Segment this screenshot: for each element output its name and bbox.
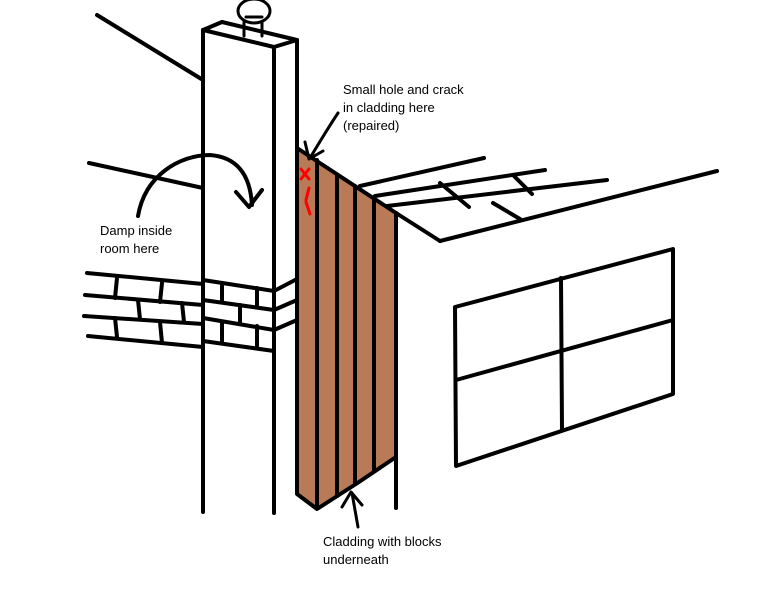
hole-pointer-arrowhead: [303, 140, 325, 161]
roof-line: [95, 13, 205, 82]
damp-annotation: Damp inside room here: [100, 222, 172, 258]
damp-line-1: Damp inside: [100, 223, 173, 238]
hole-crack-annotation: Small hole and crack in cladding here (r…: [343, 81, 464, 135]
hole-pointer-arrow: [308, 111, 340, 160]
cladding-pointer-arrow: [350, 491, 360, 529]
brick-wall-middle: [201, 277, 299, 353]
roof-tiles: [358, 156, 719, 243]
cladding-pointer-arrowhead: [340, 490, 364, 509]
cladding-line-2: underneath: [323, 552, 389, 567]
cladding-line-1: Cladding with blocks: [323, 534, 442, 549]
hole-crack-line-1: Small hole and crack: [343, 82, 464, 97]
damp-arrow-curve: [136, 153, 254, 218]
pillar: [201, 20, 299, 515]
damp-arrow-head: [234, 188, 264, 209]
cladding-boards: [315, 158, 398, 510]
cladding-panel: [295, 146, 398, 511]
damp-line-2: room here: [100, 241, 160, 256]
left-wall-top-line: [87, 161, 205, 190]
cladding-annotation: Cladding with blocks underneath: [323, 533, 442, 569]
window: [453, 247, 675, 468]
brick-wall-left: [82, 271, 205, 349]
hole-crack-line-3: (repaired): [343, 118, 400, 133]
hole-crack-line-2: in cladding here: [343, 100, 435, 115]
crack-mark: [299, 167, 312, 216]
person-figure: [236, 0, 272, 38]
